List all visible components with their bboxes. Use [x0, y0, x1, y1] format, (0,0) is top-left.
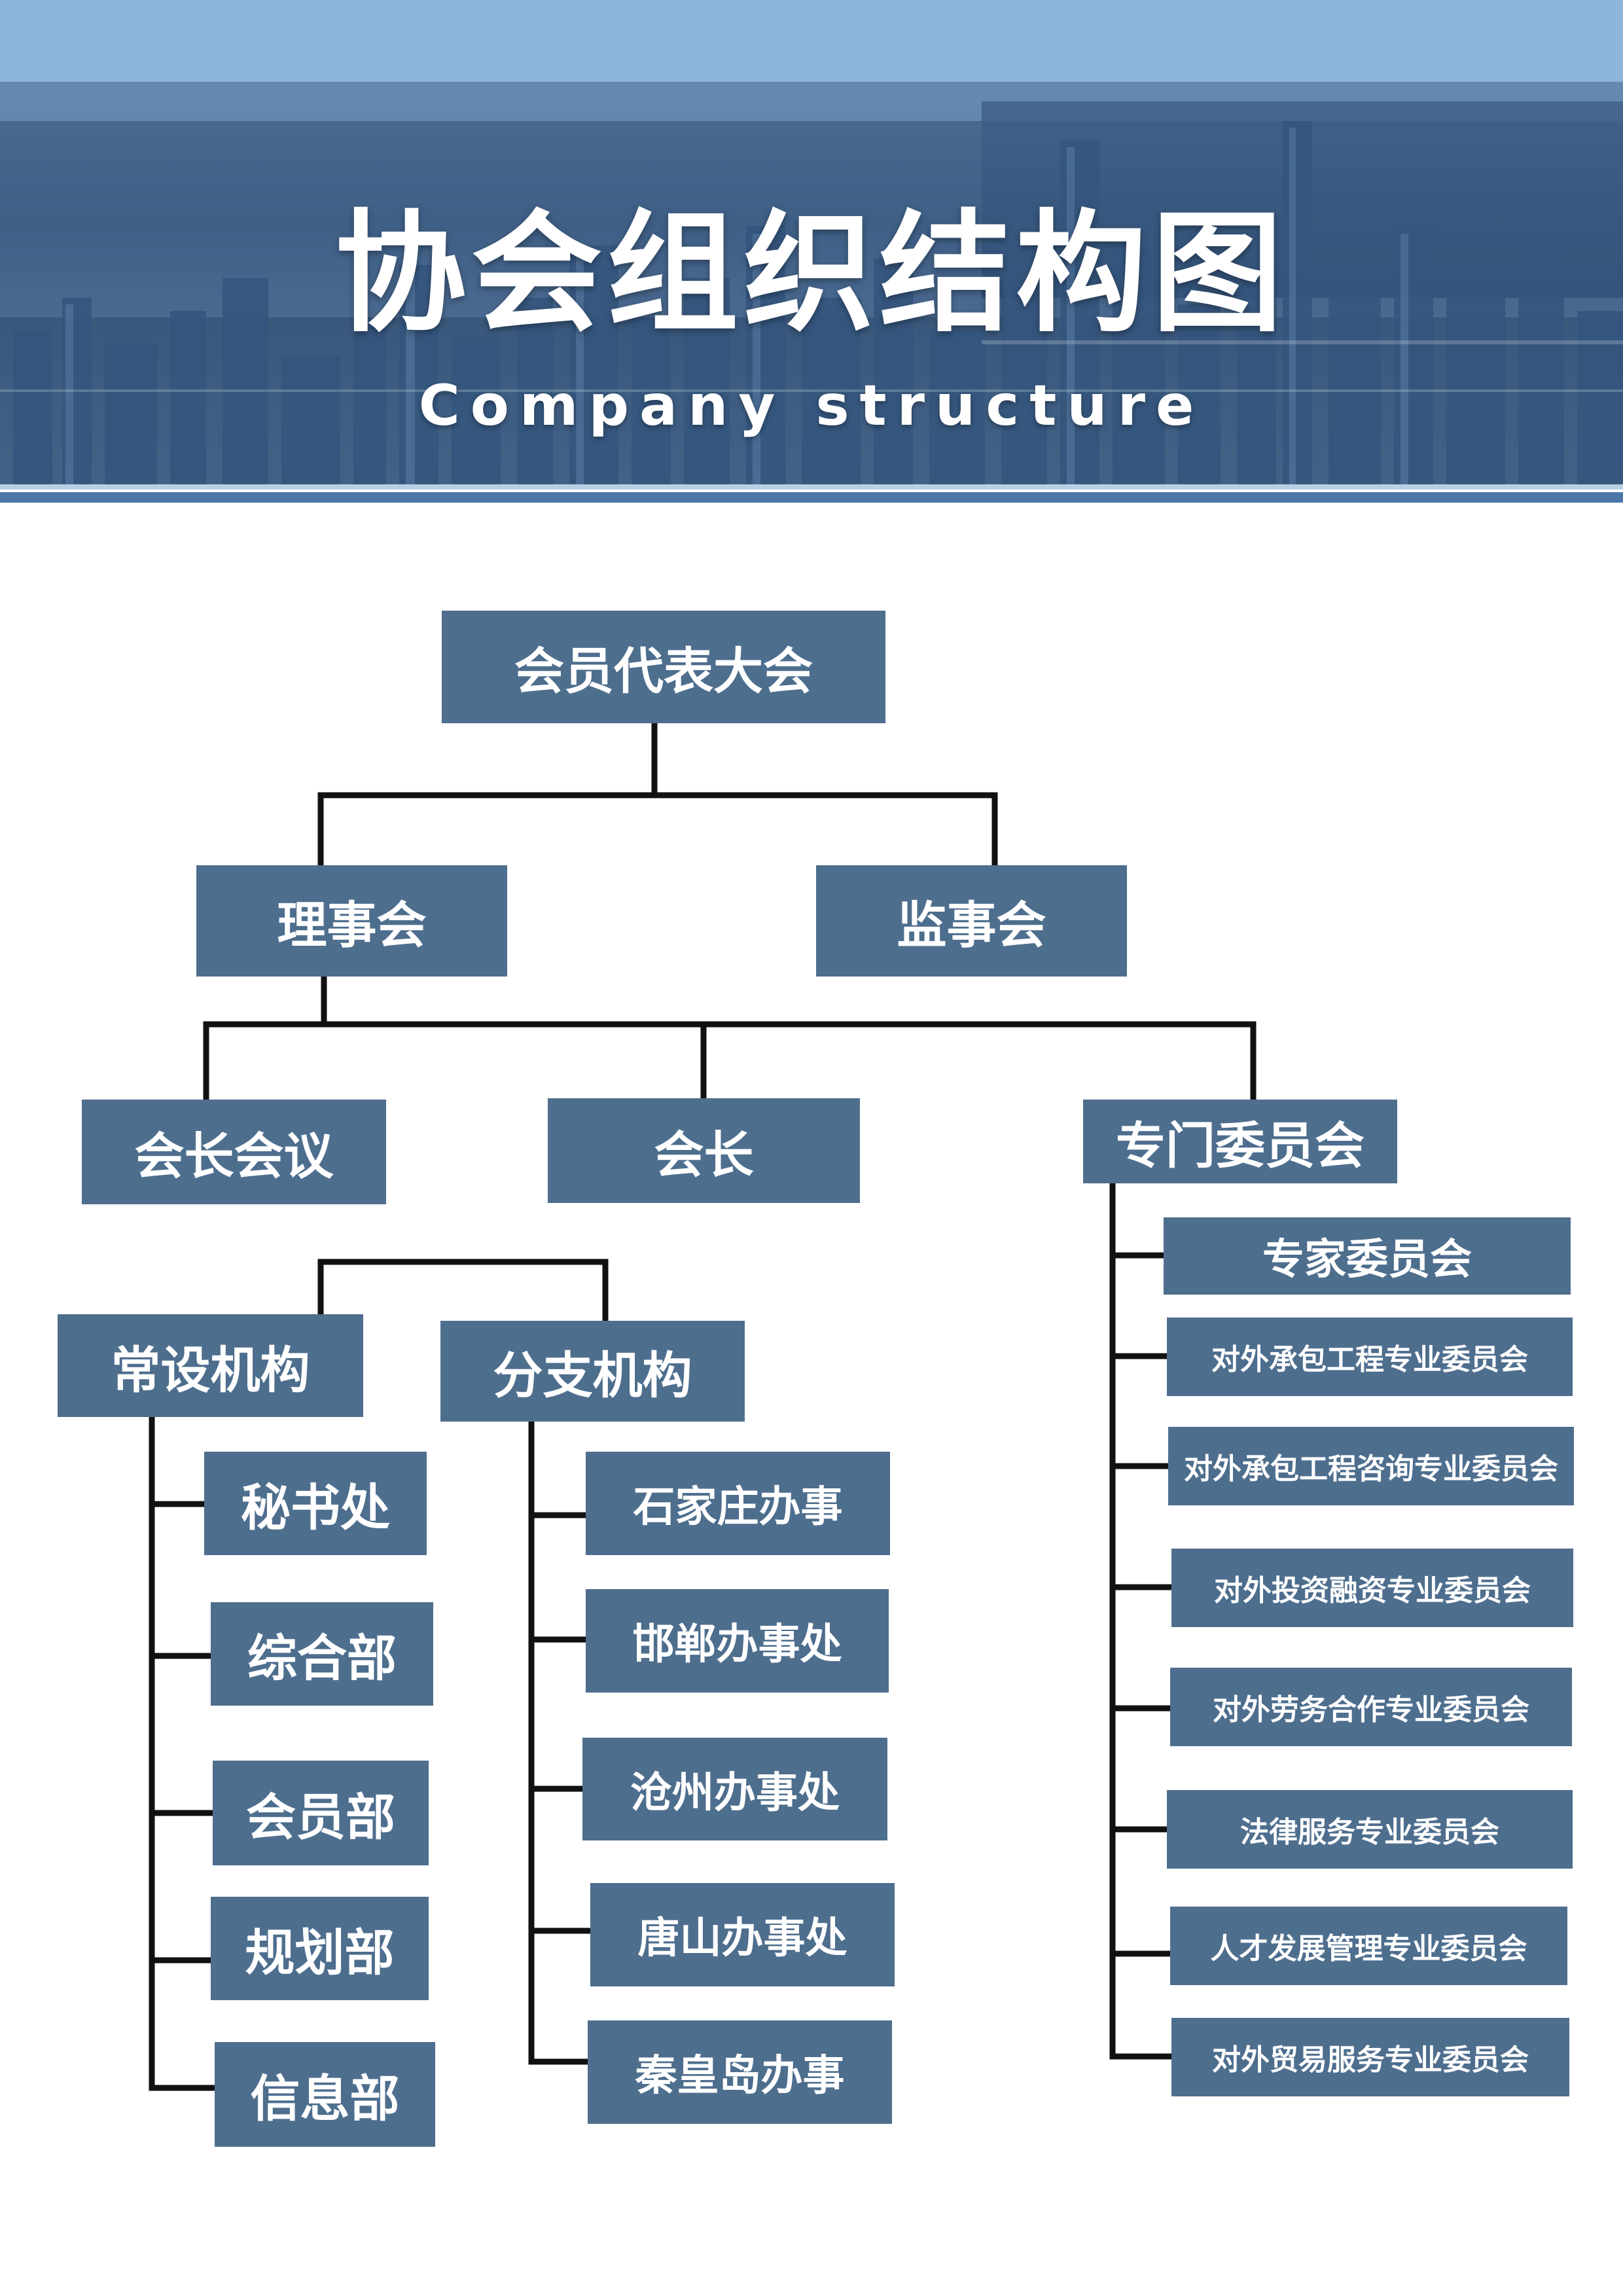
- connector-branches: [528, 1418, 594, 2065]
- node-supervisory-board: 监事会: [816, 865, 1127, 977]
- node-committee-item: 对外贸易服务专业委员会: [1171, 2018, 1569, 2096]
- node-standing-item: 会员部: [213, 1761, 429, 1865]
- node-standing-item: 规划部: [211, 1897, 429, 2000]
- node-branch-item: 邯郸办事处: [586, 1589, 889, 1693]
- node-presidents-meeting: 会长会议: [82, 1100, 386, 1204]
- node-branch-item: 石家庄办事: [586, 1452, 890, 1555]
- connector-standing: [149, 1414, 218, 2091]
- node-committee-item: 对外承包工程咨询专业委员会: [1168, 1427, 1574, 1505]
- node-special-committees: 专门委员会: [1083, 1100, 1397, 1183]
- header-divider: [0, 484, 1623, 508]
- node-committee-item: 对外投资融资专业委员会: [1171, 1549, 1573, 1627]
- city-skyline-image: [0, 82, 1623, 484]
- node-committee-item: 人才发展管理专业委员会: [1170, 1907, 1567, 1985]
- connector-committees: [1109, 1180, 1175, 2060]
- connector-council: [203, 973, 1257, 1103]
- node-council: 理事会: [196, 865, 507, 977]
- node-committee-item: 对外劳务合作专业委员会: [1170, 1668, 1572, 1746]
- page-title: 协会组织结构图: [334, 198, 1288, 350]
- node-committee-item: 法律服务专业委员会: [1167, 1790, 1573, 1869]
- node-branch-item: 沧州办事处: [582, 1738, 887, 1840]
- page-subtitle: Company structure: [418, 373, 1205, 439]
- connector-congress: [317, 720, 998, 869]
- header-top-strip: [0, 0, 1623, 82]
- node-committee-item: 专家委员会: [1164, 1217, 1571, 1295]
- node-standing-item: 综合部: [211, 1602, 433, 1706]
- node-congress: 会员代表大会: [442, 611, 885, 723]
- header-banner: [0, 82, 1623, 484]
- connector-president: [317, 1259, 609, 1324]
- node-standing-item: 信息部: [215, 2042, 435, 2147]
- node-branch-item: 秦皇岛办事: [588, 2020, 892, 2124]
- node-standing-item: 秘书处: [204, 1452, 427, 1555]
- node-president: 会长: [548, 1098, 860, 1203]
- node-branches: 分支机构: [440, 1321, 745, 1422]
- node-standing-bodies: 常设机构: [58, 1314, 363, 1417]
- node-branch-item: 唐山办事处: [590, 1883, 895, 1986]
- node-committee-item: 对外承包工程专业委员会: [1167, 1318, 1573, 1396]
